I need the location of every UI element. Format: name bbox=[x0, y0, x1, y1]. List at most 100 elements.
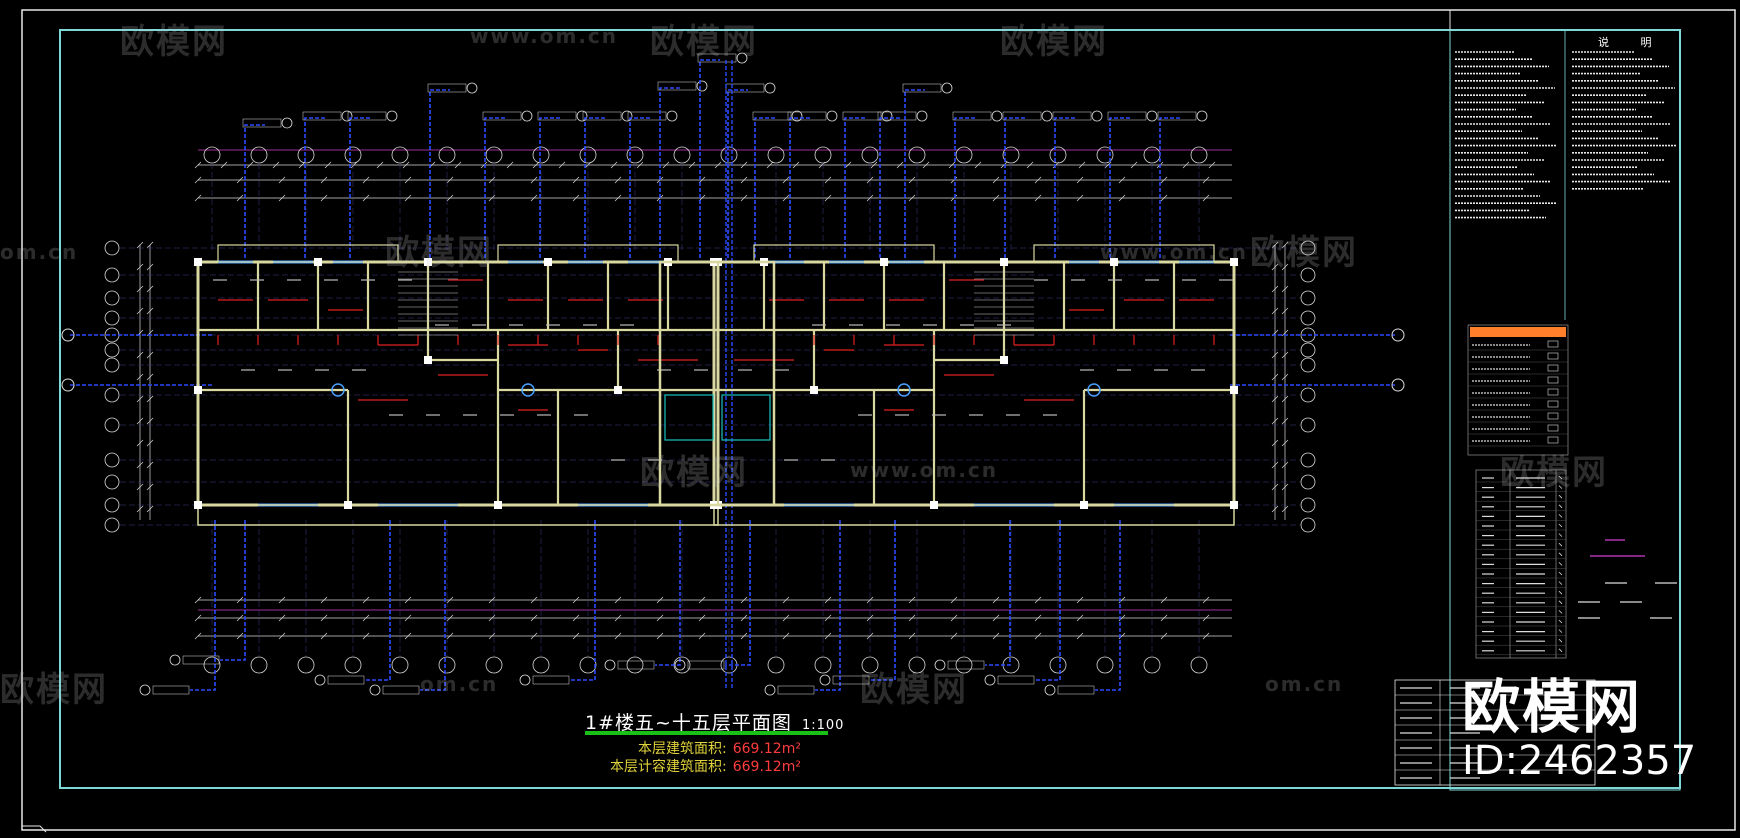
leader-bubble bbox=[1041, 110, 1053, 122]
dim-tick bbox=[1130, 161, 1138, 169]
dim-tick bbox=[908, 176, 916, 184]
leader-bubble bbox=[791, 110, 803, 122]
dim-tick bbox=[278, 194, 286, 202]
leader-bubble bbox=[819, 674, 831, 686]
section-leader bbox=[699, 59, 720, 258]
dim-tick bbox=[614, 596, 622, 604]
leader-bubble bbox=[881, 110, 893, 122]
axis-bubble bbox=[104, 417, 120, 433]
dim-tick bbox=[1034, 632, 1042, 640]
section-leader bbox=[1159, 117, 1180, 258]
leader-label-box bbox=[997, 675, 1035, 685]
legend-symbol bbox=[1547, 376, 1559, 384]
dim-tick bbox=[572, 632, 580, 640]
axis-bubble bbox=[1300, 417, 1316, 433]
inner-frame bbox=[59, 29, 1681, 789]
dim-tick bbox=[992, 614, 1000, 622]
title-block bbox=[1578, 539, 1677, 619]
section-leader bbox=[754, 117, 775, 258]
leader-bubble bbox=[941, 82, 953, 94]
elev-check bbox=[1558, 648, 1563, 653]
dim-tick bbox=[866, 194, 874, 202]
dim-tick bbox=[1281, 505, 1289, 513]
dim-tick bbox=[950, 176, 958, 184]
axis-bubble bbox=[1300, 342, 1316, 358]
axis-bubble bbox=[1300, 310, 1316, 326]
dim-tick bbox=[908, 632, 916, 640]
dim-tick bbox=[1271, 483, 1279, 491]
dim-tick bbox=[194, 614, 202, 622]
dim-tick bbox=[1202, 614, 1210, 622]
dim-tick bbox=[446, 632, 454, 640]
elev-check bbox=[1558, 590, 1563, 595]
dim-tick bbox=[1271, 505, 1279, 513]
leader-bubble bbox=[934, 659, 946, 671]
axis-bubble bbox=[1300, 240, 1316, 256]
index-marker bbox=[1087, 383, 1101, 397]
leader-bubble bbox=[674, 659, 686, 671]
section-leader bbox=[570, 520, 596, 681]
model-id: ID:2462357 bbox=[1462, 738, 1697, 784]
dim-tick bbox=[1034, 176, 1042, 184]
axis-bubble bbox=[1300, 290, 1316, 306]
dim-tick bbox=[614, 614, 622, 622]
dim-tick bbox=[278, 632, 286, 640]
axis-bubble bbox=[720, 146, 738, 164]
dim-tick bbox=[1271, 263, 1279, 271]
axis-bubble bbox=[203, 656, 221, 674]
dim-tick bbox=[656, 614, 664, 622]
leader-label-box bbox=[482, 111, 522, 121]
leader-bubble bbox=[604, 659, 616, 671]
dim-tick bbox=[1271, 351, 1279, 359]
dim-tick bbox=[1281, 373, 1289, 381]
dim-tick bbox=[1271, 373, 1279, 381]
dim-tick bbox=[146, 505, 154, 513]
leader-label-box bbox=[697, 53, 737, 63]
dim-tick bbox=[136, 461, 144, 469]
column bbox=[810, 386, 818, 394]
drawing-scale: 1:100 bbox=[801, 718, 845, 733]
dim-tick bbox=[362, 596, 370, 604]
balcony bbox=[497, 244, 679, 263]
dim-tick bbox=[866, 614, 874, 622]
dim-tick bbox=[614, 194, 622, 202]
floor-area-label: 本层建筑面积: bbox=[638, 741, 727, 757]
elev-check bbox=[1558, 494, 1563, 499]
dim-tick bbox=[1160, 194, 1168, 202]
dim-tick bbox=[236, 614, 244, 622]
axis-bubble bbox=[1300, 497, 1316, 513]
leader-label-box bbox=[347, 111, 387, 121]
axis-bubble bbox=[532, 146, 550, 164]
dim-tick bbox=[1281, 395, 1289, 403]
axis-bubble bbox=[908, 146, 926, 164]
ucs-mark bbox=[22, 825, 47, 833]
leader-label-box bbox=[787, 111, 827, 121]
dim-tick bbox=[1026, 161, 1034, 169]
revision-table bbox=[1394, 679, 1596, 786]
dim-tick bbox=[1202, 632, 1210, 640]
legend-symbol bbox=[1547, 340, 1559, 348]
elev-check bbox=[1558, 485, 1563, 489]
leader-bubble bbox=[369, 684, 381, 696]
column bbox=[544, 258, 552, 266]
dim-tick bbox=[824, 596, 832, 604]
axis-bubble bbox=[104, 267, 120, 283]
dim-tick bbox=[1281, 263, 1289, 271]
section-leader bbox=[879, 117, 900, 258]
column bbox=[614, 386, 622, 394]
axis-bubble bbox=[673, 146, 691, 164]
dim-tick bbox=[146, 285, 154, 293]
dim-tick bbox=[146, 351, 154, 359]
dim-tick bbox=[194, 194, 202, 202]
dim-tick bbox=[866, 596, 874, 604]
dim-tick bbox=[824, 194, 832, 202]
axis-bubble bbox=[814, 146, 832, 164]
elev-check bbox=[1558, 504, 1563, 509]
dim-tick bbox=[446, 596, 454, 604]
dim-tick bbox=[136, 307, 144, 315]
dim-tick bbox=[1160, 596, 1168, 604]
elev-check bbox=[1558, 619, 1563, 624]
dim-tick bbox=[146, 439, 154, 447]
dim-tick bbox=[1160, 614, 1168, 622]
